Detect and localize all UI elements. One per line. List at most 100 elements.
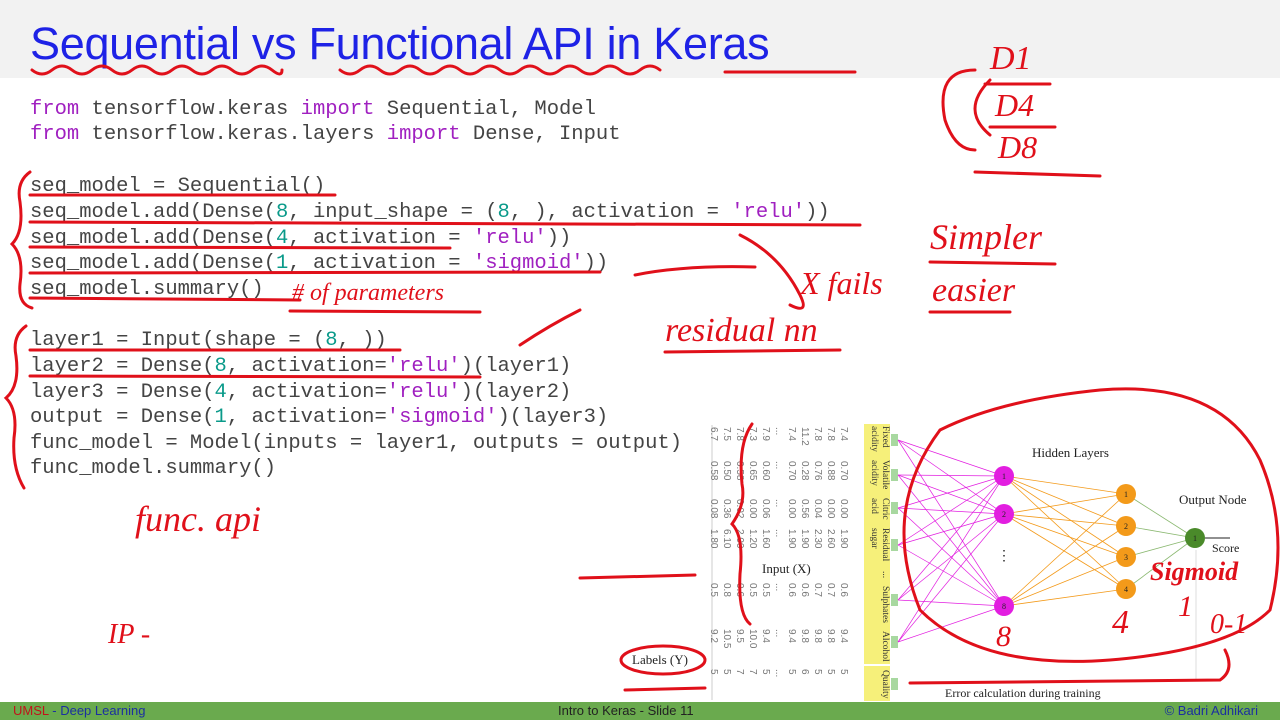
footer-separator: - (48, 703, 61, 718)
column-header: Alcohol (880, 631, 890, 662)
connection (1003, 475, 1127, 558)
column-header: Citric acid (869, 498, 890, 520)
code-token: from (30, 98, 80, 121)
code-line: seq_model.add(Dense(1, activation = 'sig… (30, 252, 608, 275)
input-node (891, 502, 898, 514)
connection (1003, 525, 1127, 607)
code-underlines (28, 193, 862, 379)
code-token: 'relu' (731, 201, 806, 224)
connection (897, 475, 1005, 601)
annotation-ip: IP - (108, 619, 151, 650)
table-cell: 0.36 (721, 499, 732, 519)
connection (1125, 525, 1196, 539)
code-token: layer1 = Input(shape = ( (30, 329, 326, 352)
connection (1003, 556, 1127, 607)
brace (9, 170, 34, 310)
code-token: import (300, 98, 375, 121)
connection (897, 475, 1005, 643)
label-node (891, 678, 898, 690)
code-token: tensorflow.keras.layers (79, 123, 387, 146)
table-cell: 0.7 (825, 583, 836, 597)
annotation-fails: X fails (800, 265, 883, 301)
connection (897, 439, 1005, 607)
residual-underline (663, 348, 842, 354)
connection (1003, 513, 1127, 527)
annotation-func-api: func. api (135, 499, 261, 539)
table-cell: 0.65 (747, 461, 758, 481)
title-underline (30, 64, 284, 76)
code-token: , ), activation = (509, 201, 732, 224)
table-cell: 0.00 (786, 499, 797, 519)
table-cell: 5 (760, 669, 771, 675)
code-token: , input_shape = ( (288, 201, 498, 224)
table-cell: 0.70 (786, 461, 797, 481)
footer-course: Deep Learning (60, 703, 146, 718)
input-label: Input (X) (762, 561, 811, 576)
table-cell: 0.60 (760, 461, 771, 481)
annotation-4: 4 (1112, 604, 1129, 641)
code-token: 'sigmoid' (472, 252, 584, 275)
connection (1125, 537, 1196, 558)
code-token: seq_model.add(Dense( (30, 252, 277, 275)
header-strip (864, 424, 890, 664)
code-token: 'relu' (386, 381, 461, 404)
connection (897, 513, 1005, 601)
connection (897, 513, 1005, 643)
code-token: func_model.summary() (30, 457, 277, 480)
code-token: , activation= (226, 381, 387, 404)
annotation-easier: easier (932, 272, 1016, 309)
code-token: output = Dense( (30, 406, 215, 429)
table-cell: 0.56 (799, 499, 810, 519)
annotation-sigmoid: Sigmoid (1150, 557, 1239, 586)
code-token: from (30, 123, 80, 146)
table-cell: 7.8 (825, 427, 836, 441)
connection (897, 474, 1005, 515)
code-line: layer1 = Input(shape = (8, )) (30, 329, 387, 352)
table-cell: 5 (708, 669, 719, 675)
table-cell: 7 (734, 669, 745, 675)
code-token: , )) (337, 329, 387, 352)
table-cell: 0.76 (812, 461, 823, 481)
connection (897, 605, 1005, 643)
table-cell: 5 (721, 669, 732, 675)
code-token: import (386, 123, 461, 146)
code-token: 4 (214, 381, 227, 404)
code-line: from tensorflow.keras.layers import Dens… (30, 123, 621, 146)
column-header: Volatile acidity (869, 460, 890, 490)
table-cell: ... (773, 669, 784, 677)
error-arrows (623, 648, 1231, 692)
column-header: Quality (880, 669, 890, 699)
table-cell: ... (773, 461, 784, 469)
connection (1003, 475, 1127, 527)
connection (897, 544, 1005, 607)
footer-slide: Intro to Keras - Slide 11 (558, 703, 694, 718)
connection (1125, 537, 1196, 590)
table-cell: ... (773, 499, 784, 507)
neuron-label: 1 (1124, 490, 1128, 499)
table-cell: 7.8 (734, 427, 745, 441)
table-cell: 7.4 (838, 427, 849, 441)
table-cell: 9.4 (760, 629, 771, 643)
neuron-label: 2 (1002, 510, 1006, 519)
code-line: seq_model.summary() (30, 278, 264, 301)
table-cell: 0.58 (734, 461, 745, 481)
table-cell: 9.4 (838, 629, 849, 643)
input-node (891, 594, 898, 606)
code-token: 8 (325, 329, 338, 352)
score-label: Score (1212, 541, 1239, 555)
table-cell: 2.60 (825, 529, 836, 549)
code-token: , activation = (288, 227, 473, 250)
table-cell: 10.5 (721, 629, 732, 649)
code-token: 'relu' (472, 227, 547, 250)
column-header: Sulphates (880, 586, 890, 623)
table-cell: 0.6 (838, 583, 849, 597)
code-token: 1 (214, 406, 227, 429)
table-cell: 7.8 (812, 427, 823, 441)
annotation-d1: D1 (990, 40, 1032, 77)
connection (897, 475, 1005, 546)
table-cell: 6.10 (721, 529, 732, 549)
connection (897, 507, 1005, 515)
code-token: tensorflow.keras (79, 98, 301, 121)
annotation-d4: D4 (995, 87, 1035, 123)
table-cell: 0.70 (838, 461, 849, 481)
